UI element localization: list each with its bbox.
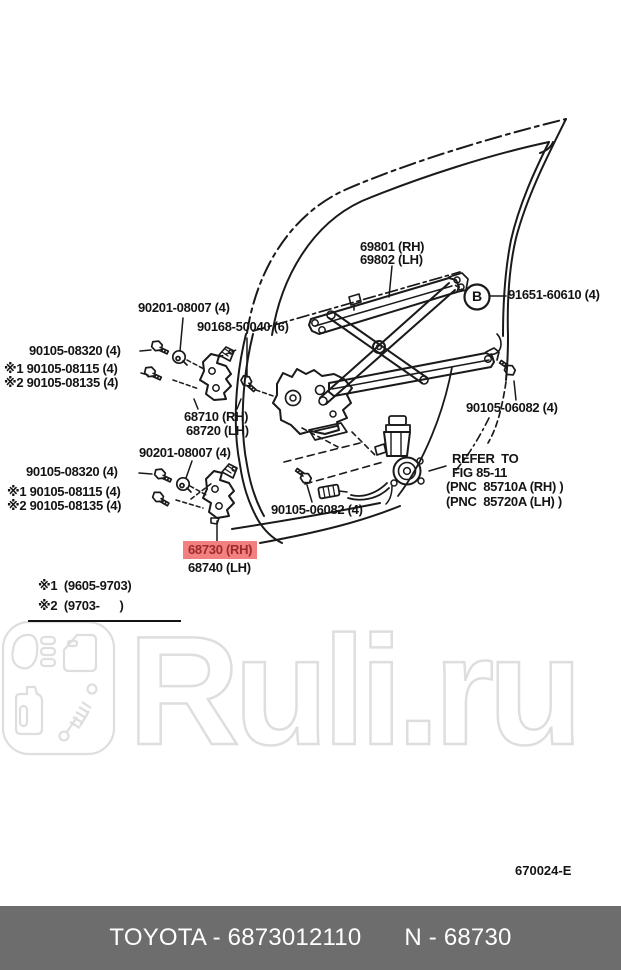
upper-door-hinge <box>199 346 235 401</box>
part-90201-08007-mid: 90201-08007 (4) <box>139 445 231 460</box>
part-68730-highlighted: 68730 (RH) <box>183 541 258 559</box>
note-divider-line <box>28 620 181 622</box>
part-90105-08115-top: ※1 90105-08115 (4) <box>4 361 118 376</box>
figure-code: 670024-E <box>515 863 572 878</box>
headlight-beam-icon <box>39 657 57 668</box>
refer-note-line4: (PNC 85720A (LH) ) <box>446 494 562 509</box>
note-applicability-2: ※2 (9703- ) <box>38 598 124 613</box>
oil-can-slot <box>18 704 29 728</box>
part-68710: 68710 (RH) <box>184 409 249 424</box>
part-90105-08115-mid: ※1 90105-08115 (4) <box>7 484 121 499</box>
part-90105-08135-mid: ※2 90105-08135 (4) <box>7 498 122 513</box>
part-68740: 68740 (LH) <box>188 560 251 575</box>
assembly-dashed-lines <box>172 283 466 509</box>
grommet-washer <box>171 349 188 366</box>
watermark-logo <box>1 620 116 756</box>
part-90105-08320-mid: 90105-08320 (4) <box>26 464 118 479</box>
part-90168-50040: 90168-50040 (6) <box>197 319 289 334</box>
footer-bar: TOYOTA - 6873012110 N - 68730 <box>0 906 621 970</box>
oil-can-icon <box>14 685 44 736</box>
footer-catalog-number: N - 68730 <box>404 924 512 951</box>
regulator-upper-rail <box>308 272 469 335</box>
part-90105-08135-top: ※2 90105-08135 (4) <box>4 375 119 390</box>
footer-part-number: TOYOTA - 6873012110 <box>109 924 362 951</box>
hex-bolt <box>150 340 170 355</box>
headlight-beam-icon <box>39 635 57 646</box>
grommet-washer <box>175 476 192 493</box>
lower-door-hinge <box>202 463 238 525</box>
hex-screw <box>240 374 257 393</box>
regulator-rear-rail <box>328 347 500 397</box>
fasteners <box>143 340 517 507</box>
callout-b-circle <box>463 283 491 311</box>
part-90105-06082-right: 90105-06082 (4) <box>466 400 558 415</box>
part-68720: 68720 (LH) <box>186 423 249 438</box>
part-69802: 69802 (LH) <box>360 252 423 267</box>
headlight-beam-icon <box>39 646 57 657</box>
car-door-icon <box>62 633 98 673</box>
hex-bolt <box>143 366 163 381</box>
window-motor <box>374 415 425 487</box>
part-90201-08007-top: 90201-08007 (4) <box>138 300 230 315</box>
callout-b-letter: B <box>472 288 483 304</box>
refer-note-line3: (PNC 85710A (RH) ) <box>446 479 564 494</box>
hex-bolt <box>498 359 517 376</box>
note-applicability-1: ※1 (9605-9703) <box>38 578 132 593</box>
headlight-icon <box>11 633 39 670</box>
motor-cable <box>317 482 393 505</box>
watermark-logo-frame <box>1 620 116 756</box>
refer-note-line2: FIG 85-11 <box>452 465 508 480</box>
refer-note-line1: REFER TO <box>452 451 519 466</box>
part-90105-06082-left: 90105-06082 (4) <box>271 502 363 517</box>
watermark-text: Ruli.ru <box>128 604 577 777</box>
hex-bolt <box>294 467 313 484</box>
curved-leader <box>455 417 490 471</box>
regulator-bracket <box>272 368 353 441</box>
part-91651-60610: 91651-60610 (4) <box>508 287 600 302</box>
shock-absorber-icon <box>58 683 98 742</box>
leader-lines <box>138 265 517 542</box>
hex-bolt <box>151 491 170 507</box>
hex-bolt <box>153 468 173 483</box>
part-90105-08320-top: 90105-08320 (4) <box>29 343 121 358</box>
door-handle-icon <box>66 639 79 648</box>
door-outline <box>231 118 567 544</box>
part-69801: 69801 (RH) <box>360 239 425 254</box>
